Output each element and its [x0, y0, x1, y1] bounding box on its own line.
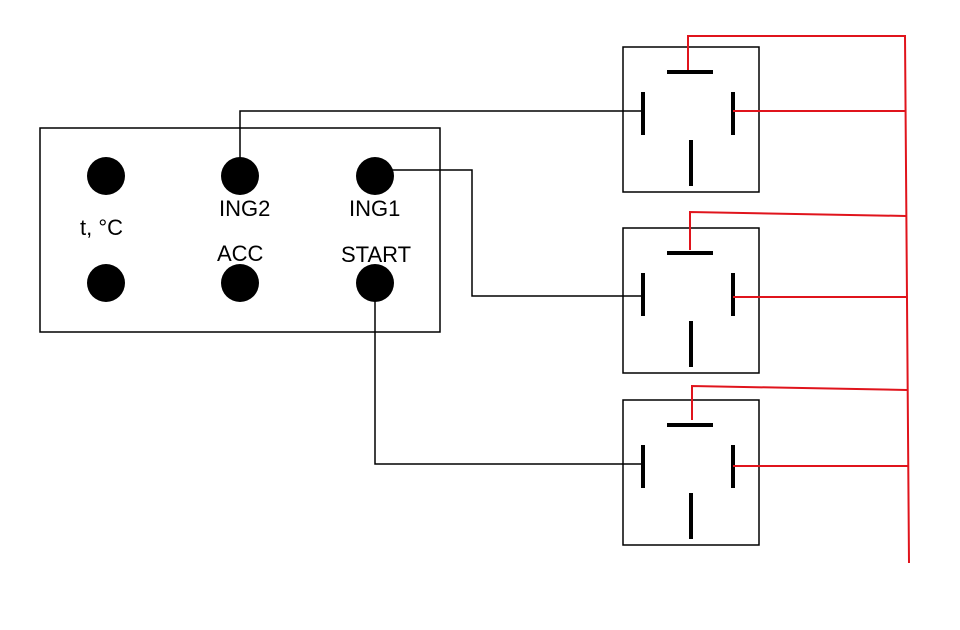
label-ing2: ING2	[219, 196, 270, 221]
wire-start-relay3	[374, 283, 641, 465]
terminal-temp-top	[87, 157, 125, 195]
relay-2	[622, 227, 760, 374]
power-bus	[687, 35, 910, 564]
terminal-temp-bottom	[87, 264, 125, 302]
terminal-acc	[221, 264, 259, 302]
relay-outline	[622, 46, 760, 193]
power-relay3-top	[691, 384, 908, 420]
relay-3	[622, 399, 760, 546]
label-start: START	[341, 242, 411, 267]
label-acc: ACC	[217, 241, 264, 266]
power-wires	[687, 35, 910, 564]
power-relay2-top	[689, 210, 907, 250]
label-temperature: t, °C	[80, 215, 123, 240]
controller-block: t, °C ING2 ING1 ACC START	[39, 127, 441, 333]
wire-ing2-relay1	[239, 110, 641, 176]
label-ing1: ING1	[349, 196, 400, 221]
relay-1	[622, 46, 760, 193]
signal-wires	[239, 110, 641, 465]
wire-ing1-relay2	[375, 169, 641, 297]
terminal-ing1	[356, 157, 394, 195]
